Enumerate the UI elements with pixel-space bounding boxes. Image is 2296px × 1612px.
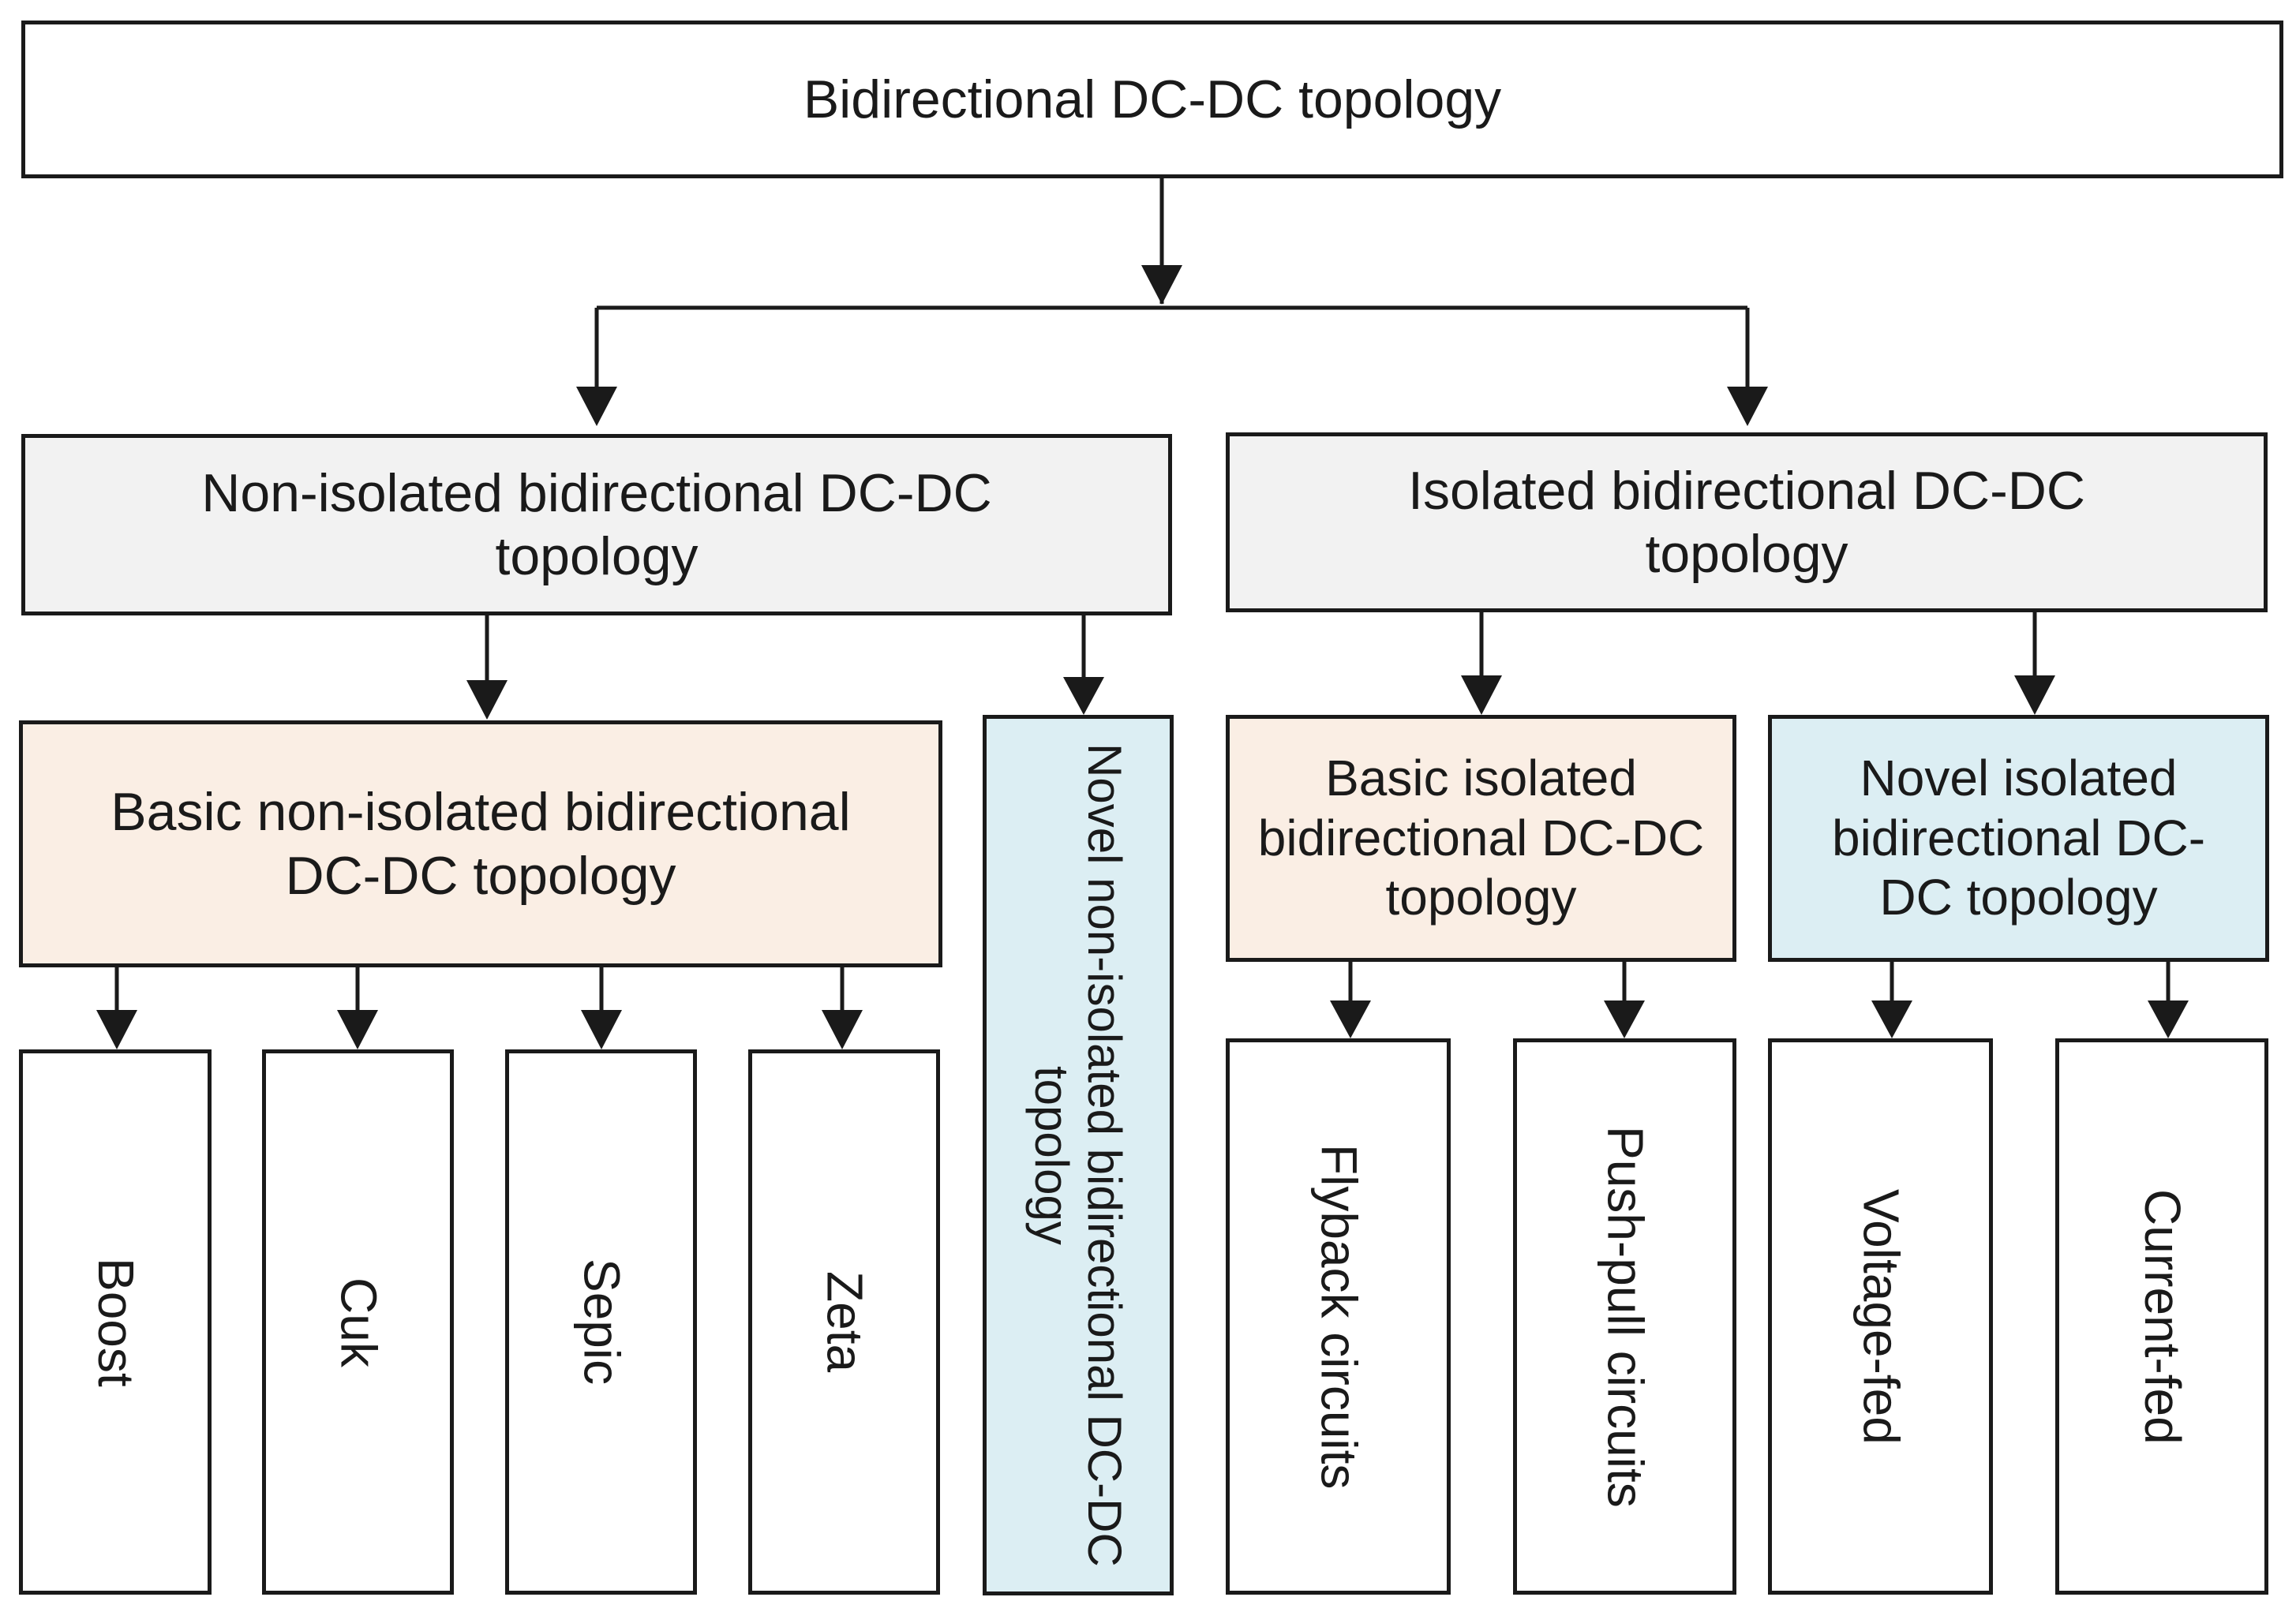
isolated-label: Isolated bidirectional DC-DC topology — [1408, 460, 2085, 584]
novel-non-isolated-node: Novel non-isolated bidirectional DC-DC t… — [983, 715, 1174, 1595]
leaf-label: Sepic — [573, 1259, 631, 1386]
leaf-current-fed: Current-fed — [2055, 1038, 2268, 1595]
leaf-label: Flyback circuits — [1310, 1143, 1368, 1490]
arrowhead — [2148, 1000, 2189, 1038]
basic-non-isolated-label: Basic non-isolated bidirectional DC-DC t… — [110, 782, 851, 906]
novel-non-isolated-label: Novel non-isolated bidirectional DC-DC t… — [1025, 743, 1132, 1567]
leaf-cuk: Cuk — [262, 1049, 454, 1595]
arrowhead — [1461, 675, 1502, 715]
non-isolated-node: Non-isolated bidirectional DC-DC topolog… — [21, 434, 1172, 615]
novel-isolated-node: Novel isolated bidirectional DC-DC topol… — [1768, 715, 2269, 962]
arrowhead — [1141, 265, 1182, 305]
leaf-label: Current-fed — [2133, 1188, 2191, 1445]
leaf-flyback: Flyback circuits — [1226, 1038, 1451, 1595]
leaf-zeta: Zeta — [748, 1049, 940, 1595]
leaf-label: Push-pull circuits — [1597, 1125, 1654, 1508]
arrowhead — [466, 680, 508, 720]
arrowhead — [576, 387, 617, 426]
leaf-sepic: Sepic — [505, 1049, 697, 1595]
arrowhead — [96, 1010, 137, 1049]
basic-non-isolated-node: Basic non-isolated bidirectional DC-DC t… — [19, 720, 942, 967]
isolated-node: Isolated bidirectional DC-DC topology — [1226, 432, 2268, 612]
arrowhead — [822, 1010, 863, 1049]
arrowhead — [1063, 677, 1104, 715]
root-label: Bidirectional DC-DC topology — [803, 69, 1502, 129]
leaf-label: Cuk — [330, 1277, 388, 1367]
arrowhead — [1727, 387, 1768, 426]
leaf-label: Voltage-fed — [1852, 1188, 1910, 1445]
root-node: Bidirectional DC-DC topology — [21, 21, 2283, 178]
basic-isolated-node: Basic isolated bidirectional DC-DC topol… — [1226, 715, 1736, 962]
non-isolated-label: Non-isolated bidirectional DC-DC topolog… — [201, 462, 992, 586]
arrowhead — [581, 1010, 622, 1049]
arrowheads — [96, 265, 2189, 1049]
novel-isolated-label: Novel isolated bidirectional DC-DC topol… — [1831, 750, 2206, 926]
leaf-label: Zeta — [816, 1271, 874, 1373]
arrowhead — [337, 1010, 378, 1049]
arrowhead — [2014, 675, 2055, 715]
leaf-boost: Boost — [19, 1049, 212, 1595]
arrowhead — [1604, 1000, 1645, 1038]
leaf-voltage-fed: Voltage-fed — [1768, 1038, 1993, 1595]
basic-isolated-label: Basic isolated bidirectional DC-DC topol… — [1257, 750, 1705, 926]
leaf-push-pull: Push-pull circuits — [1513, 1038, 1736, 1595]
leaf-label: Boost — [87, 1257, 144, 1387]
arrowhead — [1871, 1000, 1912, 1038]
arrowhead — [1330, 1000, 1371, 1038]
